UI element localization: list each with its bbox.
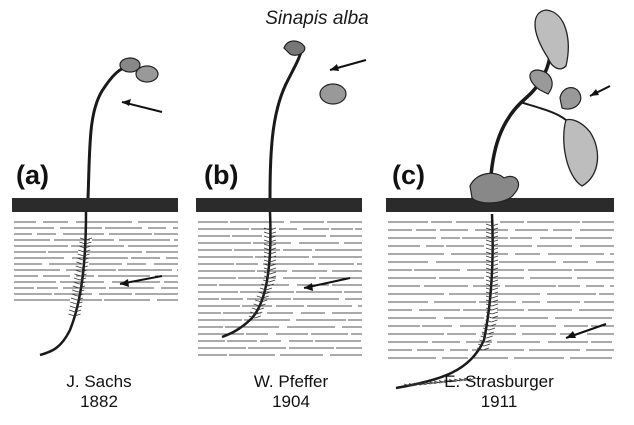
panel-c-root-hair — [486, 232, 492, 234]
panel-c-label: (c) — [392, 160, 425, 191]
panel-b-root-hair — [264, 236, 270, 238]
panel-b-year: 1904 — [206, 392, 376, 412]
panel-a-root-hair — [70, 306, 76, 308]
panel-c-year: 1911 — [414, 392, 584, 412]
panel-a-year: 1882 — [14, 392, 184, 412]
panel-a-cotyledon — [136, 66, 158, 82]
panel-a-credit: J. Sachs 1882 — [14, 372, 184, 412]
panel-c-ground-lines — [388, 222, 614, 358]
panel-b-hypocotyl — [270, 48, 302, 198]
panel-c-root-hair — [486, 256, 492, 258]
panel-a-root-hair — [69, 310, 75, 312]
panel-a-root-hair — [71, 298, 77, 300]
panel-a-root-hair — [76, 266, 82, 268]
panel-a-root-hair — [72, 290, 78, 292]
panel-c-root-hair — [492, 288, 498, 290]
panel-b-soil-surface — [196, 198, 362, 212]
panel-b-label: (b) — [204, 160, 238, 191]
panel-b-cotyledon — [320, 84, 346, 104]
panel-a-root-hairs — [69, 238, 92, 316]
panel-a-author: J. Sachs — [14, 372, 184, 392]
panel-c-root — [396, 214, 493, 388]
panel-c-root-hair — [492, 280, 498, 282]
panel-c-small-leaf — [560, 88, 581, 109]
panel-c-root-hair — [492, 296, 498, 298]
panel-b-root-hair — [270, 272, 276, 274]
panel-c-author: E. Strasburger — [414, 372, 584, 392]
panel-c-root-hair — [486, 248, 492, 250]
panel-b-root-hair — [269, 280, 275, 282]
panel-b-root — [222, 212, 270, 337]
panel-b-root-hair — [270, 260, 276, 262]
panel-a-hypocotyl — [88, 68, 124, 198]
panel-c-root-hair — [487, 336, 493, 338]
panel-c-root-hair — [486, 224, 492, 226]
panel-a-root-hair — [69, 314, 75, 316]
panel-b-author: W. Pfeffer — [206, 372, 376, 392]
panel-c-root-hair — [492, 312, 498, 314]
panel-c-drawing — [386, 10, 614, 388]
panel-a-ground-lines — [14, 222, 178, 300]
panel-a-upper-arrowhead — [122, 99, 131, 106]
panel-c-root-hair — [491, 320, 497, 322]
panel-c-root-hair — [492, 304, 498, 306]
panel-c-root-hair — [484, 344, 490, 346]
panel-c-root-hair — [486, 240, 492, 242]
panel-a-soil-surface — [12, 198, 178, 212]
panel-c-root-hair — [489, 328, 495, 330]
panel-c-root-hairs — [404, 224, 498, 386]
panel-b-root-hair — [255, 316, 261, 318]
panel-c-petiole — [520, 102, 566, 120]
panel-a-drawing — [12, 58, 178, 355]
panel-a-root-hair — [74, 278, 80, 280]
panel-c-root-hair — [486, 244, 492, 246]
panel-b-root-hair — [264, 240, 270, 242]
panel-c-upper-arrowhead — [590, 89, 599, 96]
panel-a-root-hair — [78, 250, 84, 252]
panel-a-root-hair — [78, 254, 84, 256]
panel-b-drawing — [196, 41, 366, 355]
panel-b-cotyledon — [284, 41, 305, 55]
panel-b-root-hair — [270, 268, 276, 270]
panel-b-root-hair — [266, 288, 272, 290]
panel-c-large-leaf — [564, 120, 598, 187]
panel-a-label: (a) — [16, 160, 49, 191]
panel-c-top-leaf — [535, 10, 568, 69]
panel-b-ground-lines — [198, 222, 362, 355]
panel-b-root-hair — [264, 232, 270, 234]
panel-b-credit: W. Pfeffer 1904 — [206, 372, 376, 412]
panel-b-upper-arrowhead — [330, 64, 339, 71]
panel-a-root-hair — [70, 302, 76, 304]
panel-b-root-hairs — [249, 228, 276, 318]
panel-c-credit: E. Strasburger 1911 — [414, 372, 584, 412]
panel-b-root-hair — [255, 300, 261, 302]
